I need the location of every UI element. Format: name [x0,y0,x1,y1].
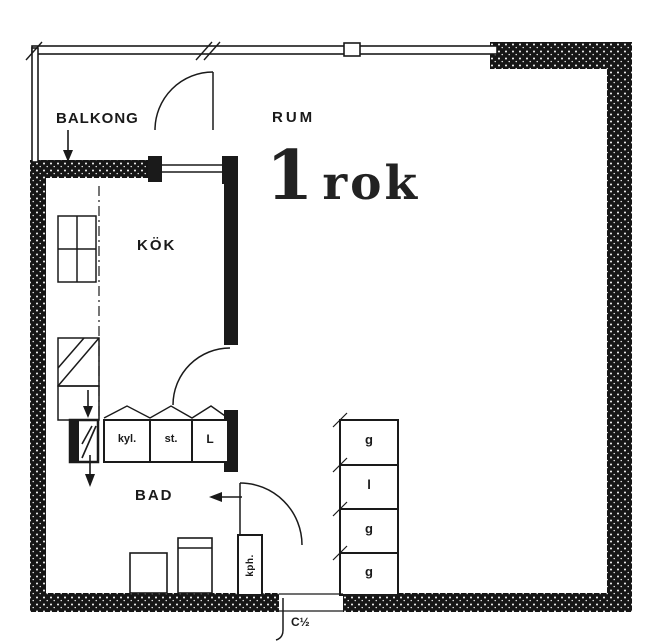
kitchen-arrow [83,390,93,418]
kitchen-label: KÖK [137,237,177,254]
bathroom-label: BAD [135,487,174,504]
wardrobe-ticks [332,412,348,561]
stove-label: st. [164,433,178,445]
balcony-label: BALKONG [56,110,139,127]
kitchen-sink-unit [68,418,100,464]
counter-edge [103,405,229,419]
thin-walls [31,42,498,163]
kitchen-cabinets [57,215,100,421]
apartment-title-type: rok [322,156,421,211]
section-line [275,598,284,641]
wardrobe-label-2: l [367,477,371,492]
balcony-door-arc [154,71,214,131]
bath-left-arrow [209,492,242,502]
bath-door-arc [239,482,303,546]
kitchen-door-arc [172,347,231,406]
pantry-box [191,419,229,463]
wall-break-marks [25,41,221,61]
apartment-title-number: 1 [266,136,314,216]
section-marker-label: C½ [291,615,310,629]
kph-closet-label: kph. [244,553,256,577]
wardrobe-label-3: g [365,521,373,536]
wardrobe-label-1: g [365,432,373,447]
balcony-arrow [63,130,73,162]
wardrobe-column [339,419,399,596]
balcony-window [162,164,222,173]
pantry-label: L [206,432,214,446]
apartment-title: 1 rok [266,142,420,210]
wardrobe-label-4: g [365,564,373,579]
entrance-opening [279,593,343,612]
balcony-slab [30,160,148,178]
kph-closet-box [237,534,263,596]
bath-down-arrow [85,455,95,487]
exterior-walls [30,42,632,612]
bath-fixtures [129,537,213,594]
fridge-label: kyl. [117,433,137,445]
appliance-boxes [103,419,229,463]
arrows [63,130,242,502]
room-label: RUM [272,109,316,126]
